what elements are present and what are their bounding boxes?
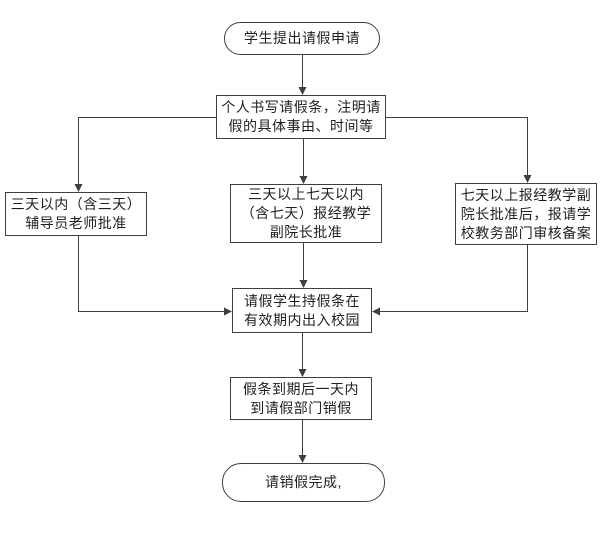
node-within-3-days-label: 三天以内（含三天） 辅导员老师批准 xyxy=(10,196,142,231)
arrowhead-down xyxy=(299,176,308,184)
arrowhead-down xyxy=(523,175,532,183)
node-campus-pass-label: 请假学生持假条在 有效期内出入校园 xyxy=(244,292,360,328)
node-campus-pass: 请假学生持假条在 有效期内出入校园 xyxy=(232,288,372,333)
node-end: 请销假完成, xyxy=(222,463,385,502)
node-three-to-seven-days: 三天以上七天以内 （含七天）报经教学 副院长批准 xyxy=(230,184,382,243)
node-over-seven-days-label: 七天以上报经教学副 院长批准后，报请学 校教务部门审核备案 xyxy=(460,186,592,241)
node-write-note: 个人书写请假条，注明请 假的具体事由、时间等 xyxy=(216,95,386,139)
arrowhead-down xyxy=(298,87,307,95)
node-end-label: 请销假完成, xyxy=(265,474,342,490)
node-start: 学生提出请假申请 xyxy=(224,22,380,55)
node-start-label: 学生提出请假申请 xyxy=(244,30,360,46)
arrowhead-left xyxy=(372,307,380,316)
arrowhead-down xyxy=(74,184,83,192)
arrowhead-down xyxy=(299,280,308,288)
edge-d7p-campus xyxy=(377,245,528,312)
edge-write-d7p xyxy=(386,117,528,178)
node-cancel-leave: 假条到期后一天内 到请假部门销假 xyxy=(230,377,372,420)
node-cancel-leave-label: 假条到期后一天内 到请假部门销假 xyxy=(243,380,359,416)
arrowhead-down xyxy=(298,455,307,463)
arrowhead-right xyxy=(224,307,232,316)
arrowhead-down xyxy=(298,369,307,377)
node-three-to-seven-days-label: 三天以上七天以内 （含七天）报经教学 副院长批准 xyxy=(240,186,372,240)
edge-d3-campus xyxy=(78,236,227,312)
edge-write-d3 xyxy=(78,117,216,187)
node-write-note-label: 个人书写请假条，注明请 假的具体事由、时间等 xyxy=(221,99,381,134)
node-over-seven-days: 七天以上报经教学副 院长批准后，报请学 校教务部门审核备案 xyxy=(455,183,597,245)
node-within-3-days: 三天以内（含三天） 辅导员老师批准 xyxy=(5,192,147,236)
